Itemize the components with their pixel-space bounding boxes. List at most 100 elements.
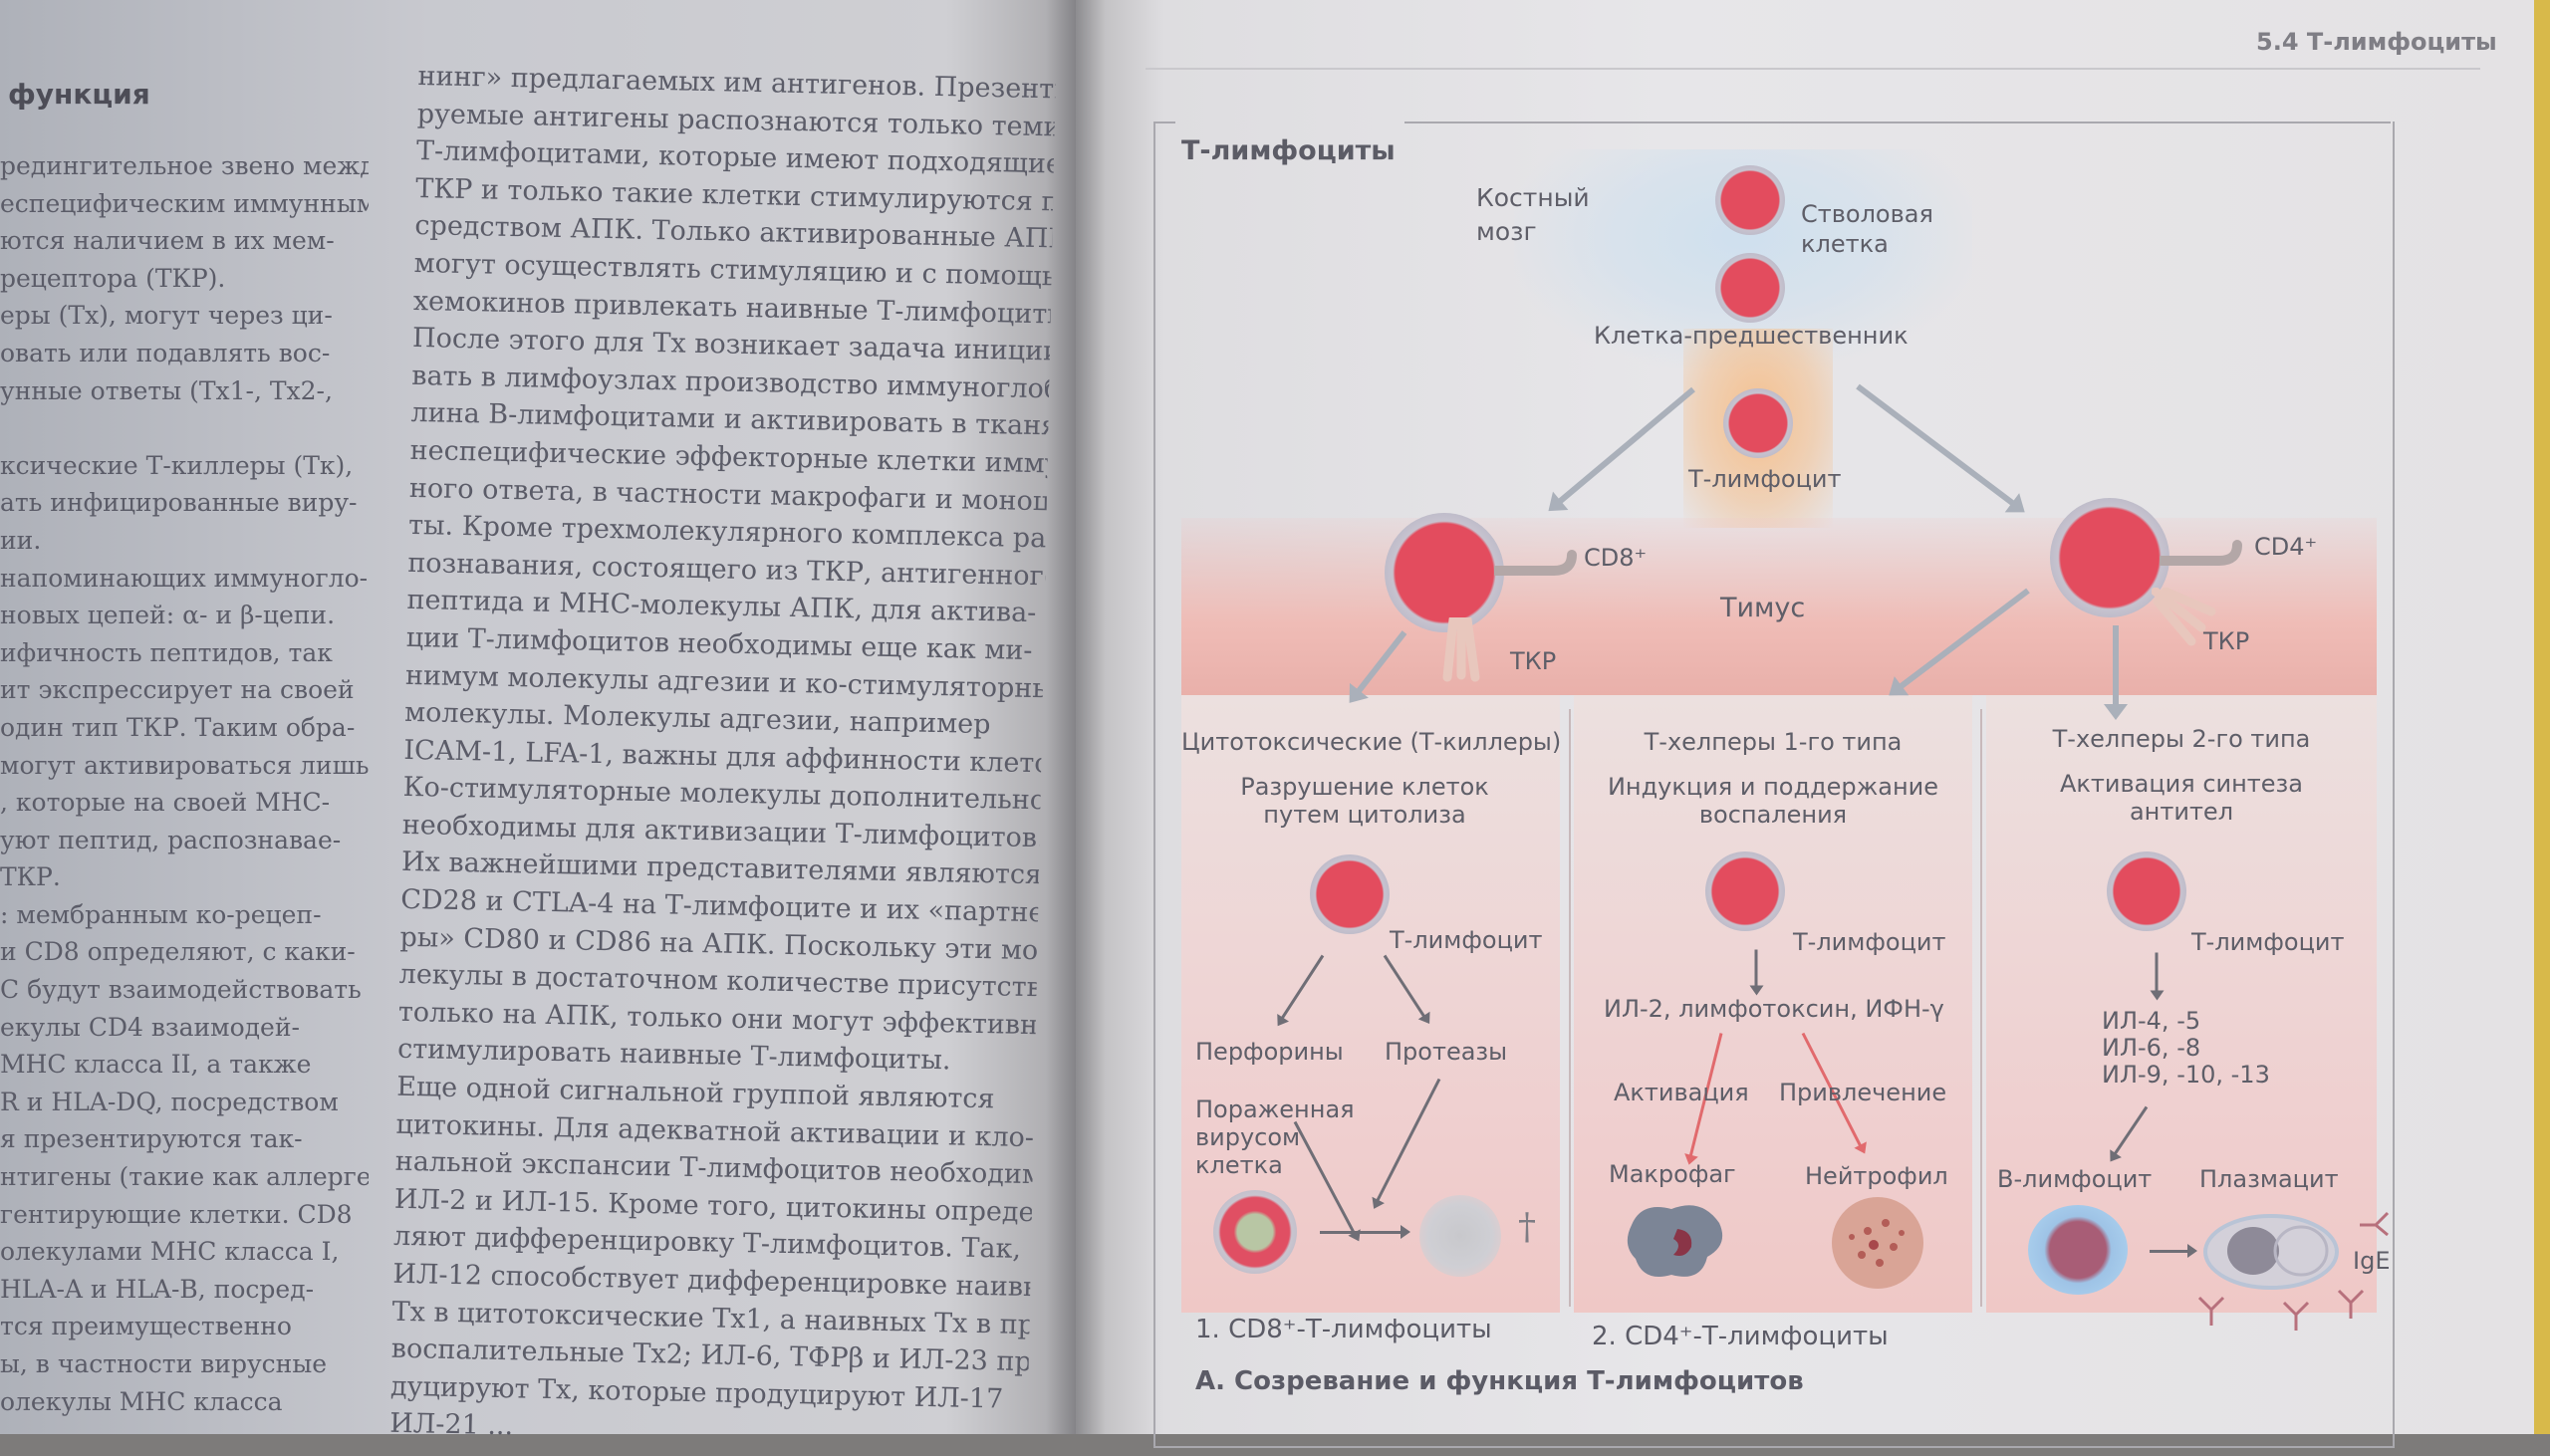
cd8-cell [1385,513,1504,632]
proteases-label: Протеазы [1385,1038,1508,1066]
text-line: С будут взаимодействовать [0,975,362,1005]
thymus-label: Тимус [1720,593,1806,623]
text-line: напоминающих иммуногло- [0,563,369,593]
text-line: екулы CD4 взаимодей- [0,1012,300,1042]
precursor-label: Клетка-предшественник [1594,322,1909,350]
th2-cytokine-3: ИЛ-9, -10, -13 [2102,1061,2270,1089]
antibody-icon-2 [2197,1296,2225,1326]
stem-cell-label: Стволовая клетка [1801,200,1933,258]
cd8-receptor-icon [1494,550,1577,576]
th2-subtitle: Активация синтеза антител [2059,770,2304,826]
bone-marrow-label: Костный мозг [1476,183,1590,246]
macrophage-icon [1627,1205,1723,1277]
th1-t-cell [1705,851,1785,931]
text-line: рецептора (ТКР). [0,263,226,293]
antibody-icon-4 [2337,1289,2365,1319]
infected-cell-label: Пораженная вирусом клетка [1195,1095,1355,1179]
cd8-tcr-icon [1442,617,1480,682]
th2-cytokines: ИЛ-4, -5 ИЛ-6, -8 ИЛ-9, -10, -13 [2102,1008,2270,1089]
th2-cell-label: Т-лимфоцит [2191,928,2345,956]
antibody-icon-3 [2282,1301,2310,1331]
text-line: : мембранным ко-рецеп- [0,899,322,929]
text-line: ии. [0,525,42,555]
text-line: унные ответы (Тх1-, Тх2-, [0,375,333,405]
section-title: функция [8,78,150,111]
stem-cell [1715,165,1785,235]
cd8-tcr-label: ТКР [1510,647,1557,675]
plasma-cell-label: Плазмацит [2199,1165,2339,1193]
text-line: один тип ТКР. Таким обра- [0,712,356,742]
text-line: ать инфицированные виру- [0,488,358,518]
book-spine [1046,0,1106,1434]
cytotoxic-t-cell [1310,854,1390,934]
text-line: ы, в частности вирусные [0,1349,328,1378]
figure-top-rule-left [1153,121,1175,123]
th2-t-cell [2107,851,2186,931]
cytotoxic-title: Цитотоксические (Т-киллеры) [1181,728,1562,756]
text-line: тся преимущественно [0,1312,292,1341]
attraction-label: Привлечение [1779,1079,1947,1106]
th1-subtitle: Индукция и поддержание воспаления [1607,773,1939,829]
text-line: , которые на своей МНС- [0,788,331,818]
caption-cd4: 2. CD4⁺-Т-лимфоциты [1592,1322,1889,1351]
arrow-th2-cytokines [2155,952,2159,995]
th1-cytokines: ИЛ-2, лимфотоксин, ИФН-γ [1604,995,1944,1023]
cytotoxic-subtitle: Разрушение клеток путем цитолиза [1240,773,1489,829]
th1-title: Т-хелперы 1-го типа [1644,728,1903,756]
text-line: олекулы МНС класса [0,1386,283,1416]
arrow-lysis [1320,1225,1410,1239]
panel-divider-2 [1980,709,1982,1307]
macrophage-label: Макрофаг [1609,1160,1736,1188]
th2-cytokine-1: ИЛ-4, -5 [2102,1007,2201,1035]
text-line: олекулами МНС класса I, [0,1237,340,1267]
left-text-column: редингительное звено между еспецифическим… [0,147,369,1420]
text-line: еры (Тх), могут через ци- [0,301,333,331]
figure-title: Т-лимфоциты [1181,135,1396,166]
arrow-th1-cytokines [1754,949,1758,990]
text-line: МНС класса II, а также [0,1050,312,1080]
cd8-label: CD8⁺ [1584,544,1648,572]
cd4-cell [2050,498,2169,617]
text-line: HLA-A и HLA-B, посред- [0,1274,315,1304]
running-head: 5.4 Т-лимфоциты [2256,28,2497,56]
t-lymphocyte-label: Т-лимфоцит [1688,465,1842,493]
plasma-cell-icon [2203,1214,2339,1290]
figure-top-rule-right [1404,121,2391,123]
text-line: новых цепей: α- и β-цепи. [0,601,336,630]
text-line: ит экспрессирует на своей [0,675,355,705]
figure-caption: А. Созревание и функция Т-лимфоцитов [1195,1366,1804,1396]
caption-cd8: 1. CD8⁺-Т-лимфоциты [1195,1315,1492,1344]
cd4-label: CD4⁺ [2254,533,2318,561]
th1-cell-label: Т-лимфоцит [1793,928,1946,956]
left-page: функция редингительное звено между еспеци… [0,0,1076,1442]
panel-divider-1 [1569,709,1571,1307]
neutrophil-label: Нейтрофил [1805,1162,1948,1190]
text-line: ТКР. [0,862,61,892]
th2-cytokine-2: ИЛ-6, -8 [2102,1034,2201,1062]
cd4-tcr-icon [2152,588,2216,646]
header-rule [1146,68,2480,70]
text-line: еспецифическим иммунным [0,188,369,218]
text-line [0,409,369,447]
panel-th2 [1986,695,2377,1313]
text-line: и CD8 определяют, с каки- [0,937,356,967]
cd4-tcr-label: ТКР [2203,627,2250,655]
text-line: овать или подавлять вос- [0,338,331,367]
text-line: ифичность пептидов, так [0,637,333,667]
neutrophil-icon [1832,1197,1923,1289]
text-line: ксические Т-киллеры (Тк), [0,450,354,480]
text-line: я презентируются так- [0,1124,303,1154]
dagger-icon: † [1518,1207,1536,1248]
text-line: гентирующие клетки. CD8 [0,1199,353,1229]
text-line: нтигены (такие как аллергены [0,1162,369,1192]
thymus-t-cell [1723,388,1793,458]
b-cell-label: В-лимфоцит [1997,1165,2153,1193]
text-line: R и HLA-DQ, посредством [0,1087,339,1116]
page-edge-strip [2534,0,2550,1434]
text-line: редингительное звено между [0,151,369,180]
activation-label: Активация [1614,1079,1749,1106]
cd4-receptor-icon [2160,540,2242,566]
cytotoxic-cell-label: Т-лимфоцит [1390,926,1543,954]
perforins-label: Перфорины [1195,1038,1344,1066]
arrow-b-to-plasma [2150,1244,2197,1258]
